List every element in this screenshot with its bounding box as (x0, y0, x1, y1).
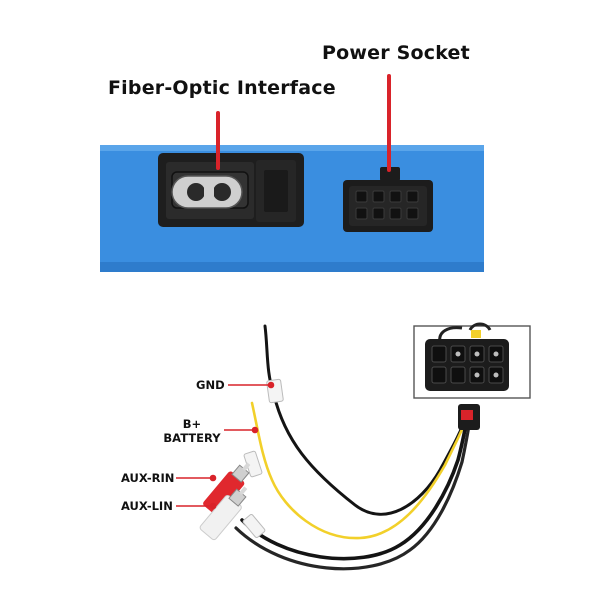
aux-lin-label: AUX-LIN (121, 499, 173, 513)
harness-plug (458, 404, 480, 430)
fiber-optic-label: Fiber-Optic Interface (108, 77, 336, 99)
gnd-label: GND (196, 378, 225, 392)
label-pointer-lines (176, 381, 275, 510)
fiber-optic-port (158, 153, 304, 227)
b-plus-label: B+ (182, 417, 202, 431)
aux-rin-label: AUX-RIN (121, 471, 175, 485)
harness-connector-inset (413, 322, 531, 399)
pointer-line-red (216, 74, 391, 172)
power-socket-8pin (343, 167, 433, 232)
power-socket-label: Power Socket (322, 42, 470, 64)
battery-label: BATTERY (163, 431, 221, 445)
